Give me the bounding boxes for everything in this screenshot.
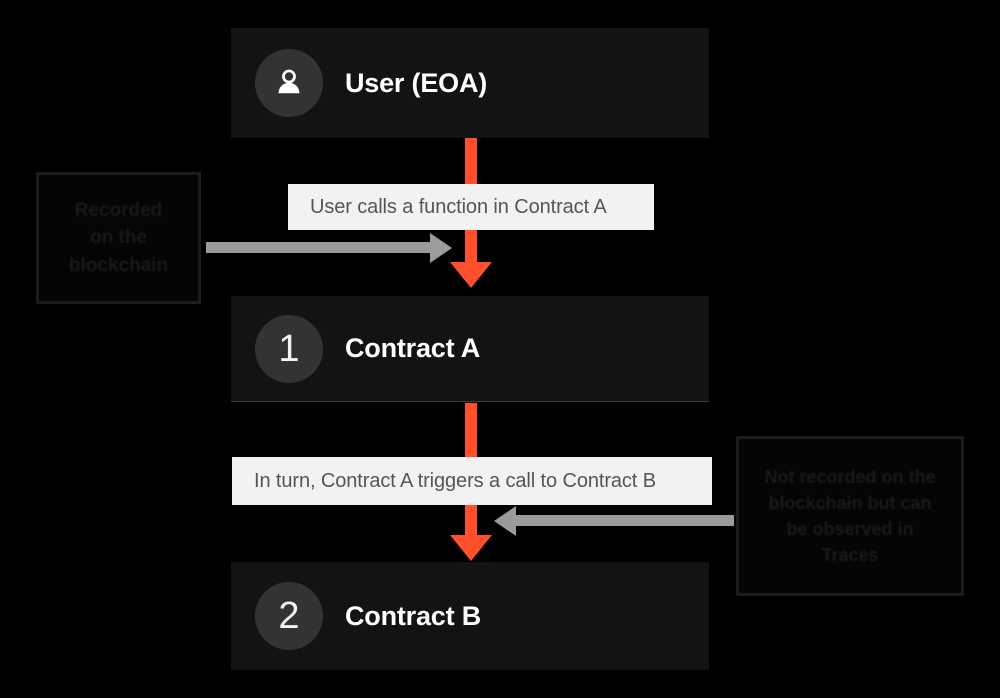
annotation-left-line-3: blockchain xyxy=(68,254,169,276)
step-number-2: 2 xyxy=(278,595,300,637)
annotation-right-line-3: be observed in xyxy=(786,519,914,539)
step-number-1: 1 xyxy=(278,327,300,370)
annotation-right-line-1: Not recorded on the xyxy=(764,466,936,487)
flow-arrow-contract-a-to-contract-b-upper xyxy=(465,403,477,458)
annotation-right-line-2: blockchain but can xyxy=(768,492,932,513)
node-user-eoa[interactable]: User (EOA) xyxy=(231,28,709,138)
flow-arrowhead-user-to-contract-a xyxy=(450,262,492,288)
connector-arrowhead-left-icon xyxy=(494,506,516,536)
caption-text-2: In turn, Contract A triggers a call to C… xyxy=(254,469,656,492)
flow-arrow-contract-a-to-contract-b-lower xyxy=(465,503,477,543)
node-title-user-eoa: User (EOA) xyxy=(345,67,488,98)
step-badge-2: 2 xyxy=(255,582,323,650)
step-badge-1: 1 xyxy=(255,314,323,383)
flow-arrowhead-contract-a-to-contract-b xyxy=(450,535,492,561)
connector-line-right-annotation xyxy=(516,515,734,526)
person-icon xyxy=(278,69,300,94)
connector-arrowhead-right-icon xyxy=(430,233,452,263)
node-title-contract-a: Contract A xyxy=(345,333,481,363)
caption-user-calls-contract-a: User calls a function in Contract A xyxy=(288,184,654,230)
node-contract-b[interactable]: 2 Contract B xyxy=(231,562,709,670)
annotation-left-line-2: on the xyxy=(90,227,147,249)
node-title-contract-b: Contract B xyxy=(345,600,482,631)
annotation-right-line-4: Traces xyxy=(821,545,879,566)
annotation-recorded-on-blockchain: Recorded on the blockchain xyxy=(36,172,201,304)
caption-contract-a-triggers-contract-b: In turn, Contract A triggers a call to C… xyxy=(232,457,712,505)
flow-arrow-user-to-contract-a-upper xyxy=(465,138,477,186)
annotation-not-recorded-traces: Not recorded on the blockchain but can b… xyxy=(736,436,964,596)
node-contract-a[interactable]: 1 Contract A xyxy=(231,296,709,402)
flow-arrow-user-to-contract-a-lower xyxy=(465,228,477,270)
annotation-left-line-1: Recorded xyxy=(74,199,163,221)
connector-line-left-annotation xyxy=(206,242,434,253)
caption-text-1: User calls a function in Contract A xyxy=(310,195,607,218)
user-avatar xyxy=(255,49,323,117)
